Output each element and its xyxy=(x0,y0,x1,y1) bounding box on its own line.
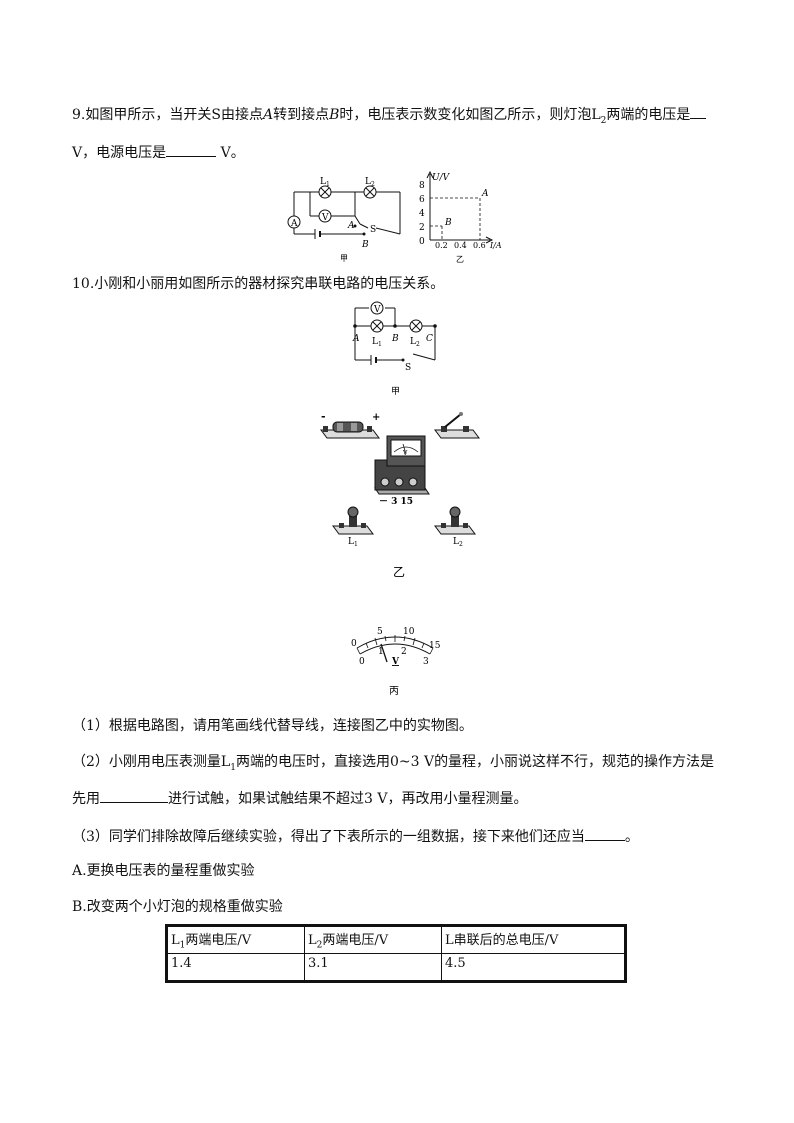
switch-apparatus xyxy=(434,412,480,439)
svg-text:-: - xyxy=(321,410,326,423)
svg-text:L: L xyxy=(372,337,378,347)
svg-text:B: B xyxy=(444,218,452,228)
q9-line1: 9.如图甲所示，当开关S由接点A转到接点B时，电压表示数变化如图乙所示，则灯泡L… xyxy=(72,104,707,131)
svg-text:V: V xyxy=(391,657,400,667)
q10-part2-line2: 先用进行试触，如果试触结果不超过3 V，再改用小量程测量。 xyxy=(72,788,527,809)
option-a: A.更换电压表的量程重做实验 xyxy=(72,863,255,879)
svg-text:0: 0 xyxy=(359,657,365,667)
svg-text:0: 0 xyxy=(419,237,425,247)
svg-text:10: 10 xyxy=(403,627,415,637)
svg-text:0: 0 xyxy=(351,639,357,649)
q10-fig-jia-caption: 甲 xyxy=(391,386,400,396)
q10-fig-yi-caption: 乙 xyxy=(393,565,405,579)
svg-text:V: V xyxy=(321,213,329,223)
svg-text:A: A xyxy=(352,334,360,344)
q10-fig-bing-caption: 丙 xyxy=(389,686,399,697)
answer-blank-l2[interactable] xyxy=(690,104,707,119)
svg-text:2: 2 xyxy=(416,341,420,348)
svg-text:2: 2 xyxy=(419,223,425,233)
svg-text:2: 2 xyxy=(401,647,407,657)
data-table: L1两端电压/V L2两端电压/V L串联后的总电压/V 1.4 3.1 4.5 xyxy=(165,924,627,983)
svg-text:1: 1 xyxy=(326,181,330,188)
svg-text:0.4: 0.4 xyxy=(454,241,467,250)
table-row: 1.4 3.1 4.5 xyxy=(166,953,626,982)
q10-part1: （1）根据电路图，请用笔画线代替导线，连接图乙中的实物图。 xyxy=(72,718,473,734)
table-header-cell: L2两端电压/V xyxy=(304,925,442,954)
svg-text:L: L xyxy=(365,177,371,187)
q9-fig-jia-caption: 甲 xyxy=(340,254,348,262)
answer-blank-next-step[interactable] xyxy=(584,826,625,841)
table-header-cell: L串联后的总电压/V xyxy=(441,925,626,954)
svg-text:U/V: U/V xyxy=(432,173,451,183)
option-b: B.改变两个小灯泡的规格重做实验 xyxy=(72,899,283,915)
svg-text:L: L xyxy=(453,537,459,547)
svg-text:C: C xyxy=(426,334,433,344)
svg-text:S: S xyxy=(370,225,376,235)
svg-text:1: 1 xyxy=(354,541,358,548)
svg-text:S: S xyxy=(405,363,411,373)
svg-text:6: 6 xyxy=(419,195,425,205)
svg-text:15: 15 xyxy=(429,641,441,651)
svg-text:2: 2 xyxy=(371,181,375,188)
svg-text:L: L xyxy=(410,337,416,347)
q10-part3: （3）同学们排除故障后继续实验，得出了下表所示的一组数据，接下来他们还应当。 xyxy=(72,826,639,847)
table-cell: 4.5 xyxy=(441,953,626,982)
svg-text:V: V xyxy=(402,450,408,457)
svg-text:4: 4 xyxy=(419,209,425,219)
svg-text:I/A: I/A xyxy=(489,241,502,250)
q9-ui-graph: U/V 0 2 4 6 8 0.2 0.4 0.6 I/A A B 乙 xyxy=(419,170,502,264)
svg-text:B: B xyxy=(361,240,369,250)
svg-text:－ 3 15: － 3 15 xyxy=(379,497,413,507)
voltmeter-apparatus: V － 3 15 xyxy=(374,435,430,507)
svg-text:A: A xyxy=(481,189,489,199)
table-cell: 1.4 xyxy=(166,953,305,982)
svg-text:8: 8 xyxy=(419,181,425,191)
table-cell: 3.1 xyxy=(304,953,442,982)
q10-voltmeter-dial: 0 5 10 15 0 1 2 3 V 丙 xyxy=(351,627,441,697)
svg-text:V: V xyxy=(373,305,381,315)
table-header-row: L1两端电压/V L2两端电压/V L串联后的总电压/V xyxy=(166,925,626,954)
answer-blank-source[interactable] xyxy=(166,142,217,157)
svg-text:0.6: 0.6 xyxy=(473,241,486,250)
battery-holder: - + xyxy=(320,410,380,439)
svg-text:5: 5 xyxy=(377,627,383,637)
svg-text:3: 3 xyxy=(423,657,429,667)
svg-text:+: + xyxy=(372,412,380,423)
answer-blank-trial[interactable] xyxy=(100,788,168,803)
svg-text:B: B xyxy=(391,334,399,344)
svg-text:L: L xyxy=(348,537,354,547)
table-header-cell: L1两端电压/V xyxy=(166,925,305,954)
svg-text:L: L xyxy=(320,177,326,187)
svg-text:1: 1 xyxy=(378,341,382,348)
q10-title: 10.小刚和小丽用如图所示的器材探究串联电路的电压关系。 xyxy=(72,276,445,292)
svg-text:A: A xyxy=(290,219,298,229)
svg-text:A: A xyxy=(347,221,355,231)
q9-line2: V，电源电压是 V。 xyxy=(72,142,245,163)
svg-text:1: 1 xyxy=(378,647,384,657)
svg-text:0.2: 0.2 xyxy=(435,241,448,250)
svg-text:2: 2 xyxy=(459,541,463,548)
q10-part2-line1: （2）小刚用电压表测量L1两端的电压时，直接选用0~3 V的量程，小丽说这样不行… xyxy=(72,754,715,773)
q9-fig-yi-caption: 乙 xyxy=(456,255,464,264)
